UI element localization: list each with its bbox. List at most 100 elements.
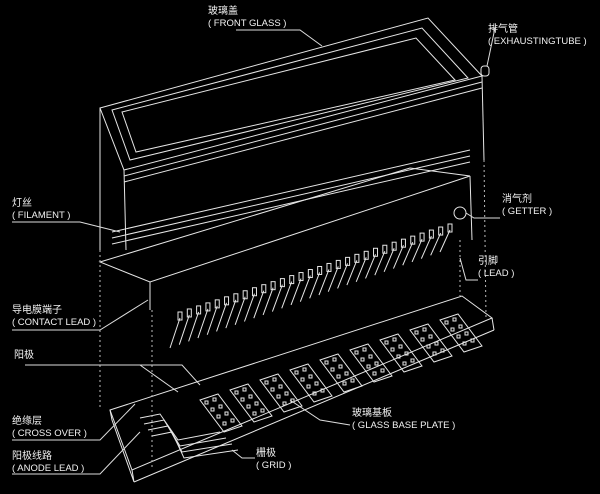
lead-pin-head (224, 296, 230, 306)
label-cross-over: 绝缘层( CROSS OVER ) (12, 416, 87, 439)
lead-pin-head (177, 311, 183, 321)
label-lead: 引脚( LEAD ) (478, 256, 515, 279)
lead-pin-head (438, 226, 444, 236)
lead-pin (271, 284, 283, 312)
anode-dot (312, 391, 317, 396)
anode-dot (254, 401, 259, 406)
grid-segment (379, 333, 423, 373)
grid-segment (229, 383, 273, 423)
anode-dot (342, 381, 347, 386)
anode-dot (272, 377, 277, 382)
lead-pin-head (196, 305, 202, 315)
anode-dot (420, 337, 425, 342)
lead-pin (420, 235, 432, 259)
anode-dot (330, 367, 335, 372)
lead-pin (206, 305, 218, 335)
lead-pin-head (317, 265, 323, 275)
label-anode: 阳极 (14, 350, 34, 361)
label-filament: 灯丝( FILAMENT ) (12, 198, 71, 221)
lead-pin (392, 244, 404, 269)
anode-dot (362, 347, 367, 352)
anode-dot (414, 330, 419, 335)
anode-dot (456, 334, 461, 339)
label-exhausting-tube: 排气管( EXHAUSTINGTUBE ) (488, 24, 587, 47)
lead-pin-head (326, 262, 332, 272)
anode-dot (300, 377, 305, 382)
anode-dot (464, 331, 469, 336)
lead-pin (430, 232, 442, 256)
lead-pin-head (261, 284, 267, 294)
lead-pin (327, 266, 339, 292)
anode-dot (212, 397, 217, 402)
anode-dot (218, 404, 223, 409)
grid-segment (409, 323, 453, 363)
leads (169, 223, 453, 349)
lead-pin-head (447, 223, 453, 233)
anode-dot (368, 354, 373, 359)
anode-dot (374, 361, 379, 366)
anode-dot (242, 387, 247, 392)
lead-pin-head (400, 238, 406, 248)
lead-pin (365, 254, 376, 279)
lead-pin (216, 302, 228, 332)
lead-pin-head (233, 293, 239, 303)
lead-pin-head (186, 308, 192, 318)
anode-dot (210, 407, 215, 412)
anode-dot (216, 414, 221, 419)
lead-pin (234, 296, 246, 325)
anode-dot (350, 378, 355, 383)
lead-pin-head (242, 290, 248, 300)
lead-pin-head (205, 302, 211, 312)
anode-dot (452, 317, 457, 322)
anode-dot (270, 387, 275, 392)
lead-pin (346, 260, 358, 286)
anode-dot (444, 320, 449, 325)
anode-dot (392, 337, 397, 342)
anode-dot (422, 327, 427, 332)
anode-dot (462, 341, 467, 346)
anode-dot (278, 384, 283, 389)
lead-pin (439, 229, 451, 253)
lead-pin (253, 290, 265, 319)
lead-pin-head (298, 272, 304, 282)
lead-pin-head (214, 299, 220, 309)
anode-dot (372, 371, 377, 376)
anode-dot (308, 374, 313, 379)
grid-segment (259, 373, 303, 413)
lead-pin (355, 257, 367, 282)
filament-wires (111, 149, 471, 245)
lead-pin (244, 293, 255, 322)
front-glass (99, 17, 485, 251)
getter-ring (453, 206, 467, 220)
lead-pin-head (251, 287, 257, 297)
leader-lines (12, 27, 500, 475)
lead-pin-head (307, 269, 313, 279)
anode-dot (432, 351, 437, 356)
lead-pin-head (373, 247, 379, 257)
anode-dot (246, 404, 251, 409)
glass-base-plate (109, 295, 495, 483)
lead-frame (98, 167, 473, 310)
anode-dot (248, 394, 253, 399)
anode-dot (450, 327, 455, 332)
grid-segment (289, 363, 333, 403)
grid-segment (199, 393, 243, 433)
grid-segment (319, 353, 363, 393)
anode-dot (260, 408, 265, 413)
lead-pin (290, 278, 302, 306)
anode-lead-traces (139, 413, 239, 459)
lead-pin (374, 251, 386, 276)
anode-dot (282, 401, 287, 406)
lead-pin (402, 241, 414, 266)
anode-dot (434, 341, 439, 346)
grid-segment (349, 343, 393, 383)
anode-dot (344, 371, 349, 376)
lead-pin-head (410, 235, 416, 245)
lead-pin-head (391, 241, 397, 251)
anode-dot (384, 340, 389, 345)
label-contact-lead: 导电膜端子( CONTACT LEAD ) (12, 305, 97, 328)
anode-dot (354, 350, 359, 355)
lead-pin (281, 281, 293, 309)
anode-dot (440, 348, 445, 353)
